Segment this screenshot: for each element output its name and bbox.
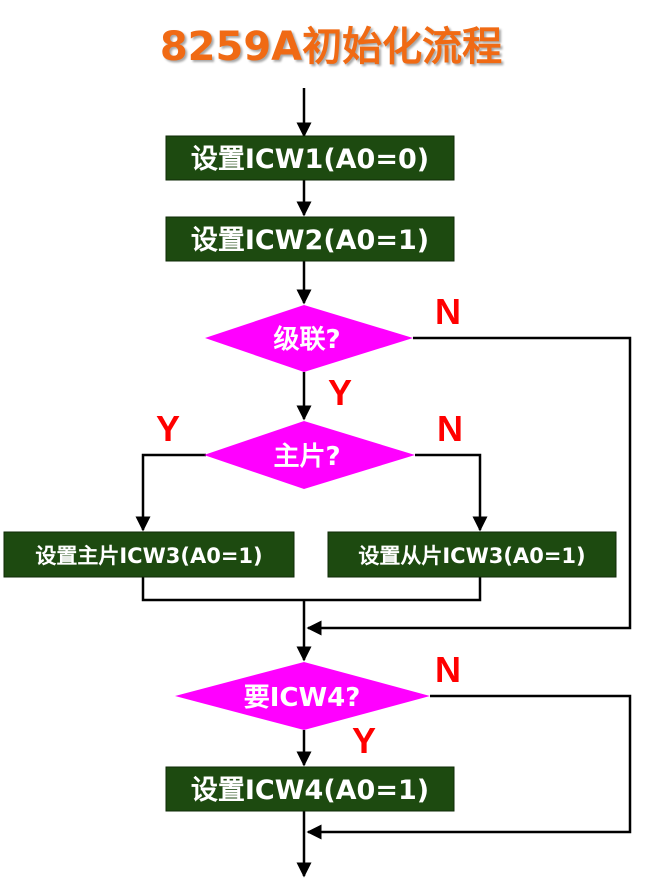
step-icw1-label: 设置ICW1(A0=0) — [191, 144, 429, 175]
line-master-no — [415, 453, 488, 532]
decision-cascade-label: 级联? — [273, 324, 340, 355]
step-icw1: 设置ICW1(A0=0) — [165, 135, 455, 181]
line-master-yes — [135, 453, 206, 532]
step-icw3-master: 设置主片ICW3(A0=1) — [3, 531, 295, 578]
decision-need-icw4: 要ICW4? — [175, 662, 430, 730]
label-master-no: N — [437, 408, 463, 449]
decision-cascade: 级联? — [205, 305, 413, 372]
line-icw4-no — [306, 694, 632, 840]
step-icw3-slave-label: 设置从片ICW3(A0=1) — [358, 544, 585, 568]
label-cascade-yes: Y — [328, 372, 352, 413]
label-icw4-yes: Y — [352, 720, 376, 761]
connectors — [135, 88, 632, 878]
line-merge-icw3 — [141, 577, 482, 602]
step-icw2-label: 设置ICW2(A0=1) — [191, 225, 429, 256]
step-icw3-master-label: 设置主片ICW3(A0=1) — [35, 544, 262, 568]
step-icw3-slave: 设置从片ICW3(A0=1) — [327, 531, 617, 578]
label-icw4-no: N — [435, 649, 461, 690]
line-cascade-no — [306, 336, 632, 636]
step-icw4: 设置ICW4(A0=1) — [165, 766, 455, 812]
decision-master: 主片? — [204, 421, 415, 489]
step-icw4-label: 设置ICW4(A0=1) — [191, 775, 429, 806]
decision-master-label: 主片? — [273, 442, 340, 472]
label-cascade-no: N — [435, 291, 461, 332]
diagram-title: 8259A初始化流程 — [159, 24, 503, 70]
step-icw2: 设置ICW2(A0=1) — [165, 216, 455, 262]
label-master-yes: Y — [156, 408, 180, 449]
decision-need-icw4-label: 要ICW4? — [244, 683, 361, 713]
